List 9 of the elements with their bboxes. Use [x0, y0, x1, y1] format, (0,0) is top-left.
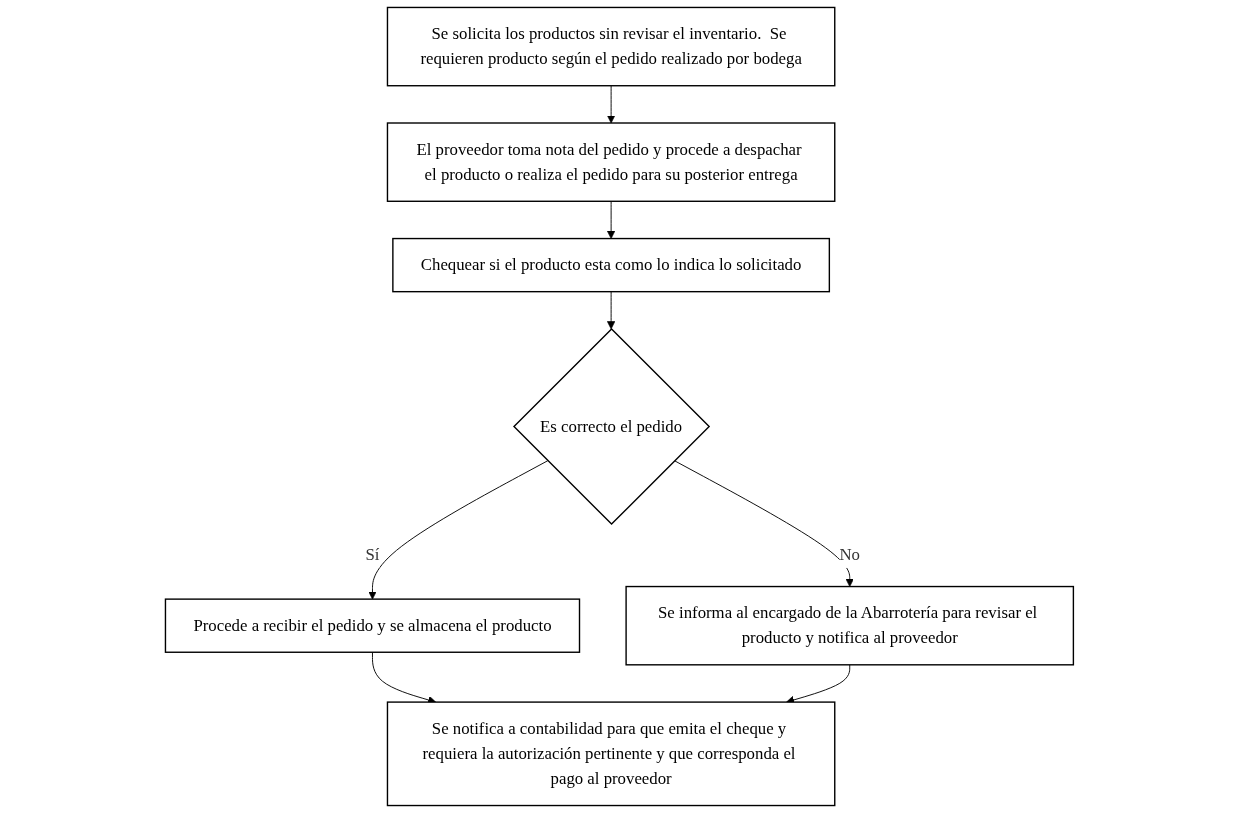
node-box: Se notifica a contabilidad para que emita el cheque y requiera la autorización pertinente y que corresponda el pago al proveedor: [386, 701, 836, 807]
node-box: Chequear si el producto esta como lo indica lo solicitado: [392, 237, 831, 293]
edge-label: No: [839, 545, 861, 565]
node-diamond: Es correcto el pedido: [513, 327, 711, 526]
node-box: Se informa al encargado de la Abarrotería para revisar el producto y notifica al proveedor: [625, 585, 1075, 666]
edge-label: Sí: [365, 545, 380, 565]
node-box: Se solicita los productos sin revisar el inventario. Se requieren producto según el pedido realizado por bodega: [386, 6, 836, 87]
node-box: Procede a recibir el pedido y se almacena el producto: [164, 598, 581, 653]
node-box: El proveedor toma nota del pedido y procede a despachar el producto o realiza el pedido para su posterior entrega: [386, 122, 836, 202]
